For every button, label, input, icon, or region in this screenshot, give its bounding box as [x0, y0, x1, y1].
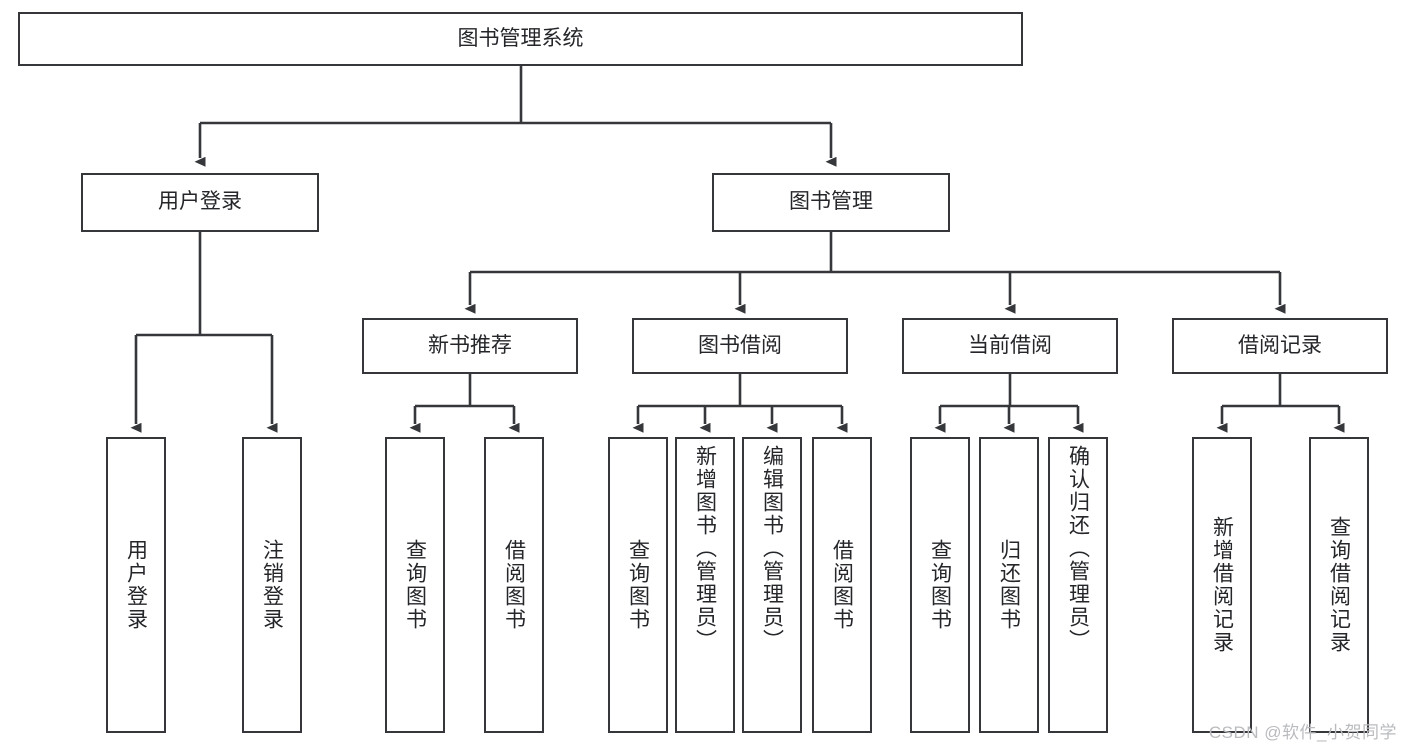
node-leaf-add-book-label: 新增图书（管理员）: [693, 445, 717, 652]
node-leaf-return-book-label: 归还图书: [997, 539, 1021, 631]
node-leaf-user-login[interactable]: 用户登录: [106, 437, 166, 733]
node-leaf-borrow-book-2[interactable]: 借阅图书: [812, 437, 872, 733]
node-leaf-query-record-label: 查询借阅记录: [1327, 516, 1351, 654]
node-leaf-return-book[interactable]: 归还图书: [979, 437, 1039, 733]
node-leaf-logout[interactable]: 注销登录: [242, 437, 302, 733]
node-leaf-query-book-3-label: 查询图书: [928, 539, 952, 631]
node-leaf-confirm-return[interactable]: 确认归还（管理员）: [1048, 437, 1108, 733]
node-leaf-add-book[interactable]: 新增图书（管理员）: [675, 437, 735, 733]
node-leaf-query-book-3[interactable]: 查询图书: [910, 437, 970, 733]
node-borrow-record-label: 借阅记录: [1238, 333, 1322, 357]
node-user-login-label: 用户登录: [158, 190, 242, 214]
node-leaf-borrow-book-1-label: 借阅图书: [502, 539, 526, 631]
node-borrow-record[interactable]: 借阅记录: [1172, 318, 1388, 374]
node-leaf-add-record-label: 新增借阅记录: [1210, 516, 1234, 654]
node-leaf-add-record[interactable]: 新增借阅记录: [1192, 437, 1252, 733]
node-user-login[interactable]: 用户登录: [81, 173, 319, 232]
node-current-borrow[interactable]: 当前借阅: [902, 318, 1118, 374]
node-leaf-query-record[interactable]: 查询借阅记录: [1309, 437, 1369, 733]
node-new-book-rec[interactable]: 新书推荐: [362, 318, 578, 374]
node-leaf-borrow-book-2-label: 借阅图书: [830, 539, 854, 631]
node-leaf-user-login-label: 用户登录: [124, 539, 148, 631]
node-book-borrow-label: 图书借阅: [698, 333, 782, 357]
node-book-borrow[interactable]: 图书借阅: [632, 318, 848, 374]
node-root[interactable]: 图书管理系统: [18, 12, 1023, 66]
node-leaf-query-book-2[interactable]: 查询图书: [608, 437, 668, 733]
node-book-manage[interactable]: 图书管理: [712, 173, 950, 232]
node-leaf-query-book-1-label: 查询图书: [403, 539, 427, 631]
node-leaf-query-book-2-label: 查询图书: [626, 539, 650, 631]
node-root-label: 图书管理系统: [457, 26, 584, 50]
node-leaf-borrow-book-1[interactable]: 借阅图书: [484, 437, 544, 733]
node-leaf-edit-book[interactable]: 编辑图书（管理员）: [742, 437, 802, 733]
node-leaf-confirm-return-label: 确认归还（管理员）: [1066, 445, 1090, 652]
node-leaf-logout-label: 注销登录: [260, 539, 284, 631]
node-leaf-edit-book-label: 编辑图书（管理员）: [760, 445, 784, 652]
node-new-book-rec-label: 新书推荐: [428, 333, 512, 357]
node-current-borrow-label: 当前借阅: [968, 333, 1052, 357]
watermark-text: CSDN @软件_小贺同学: [1208, 723, 1397, 742]
node-book-manage-label: 图书管理: [789, 190, 873, 214]
node-leaf-query-book-1[interactable]: 查询图书: [385, 437, 445, 733]
